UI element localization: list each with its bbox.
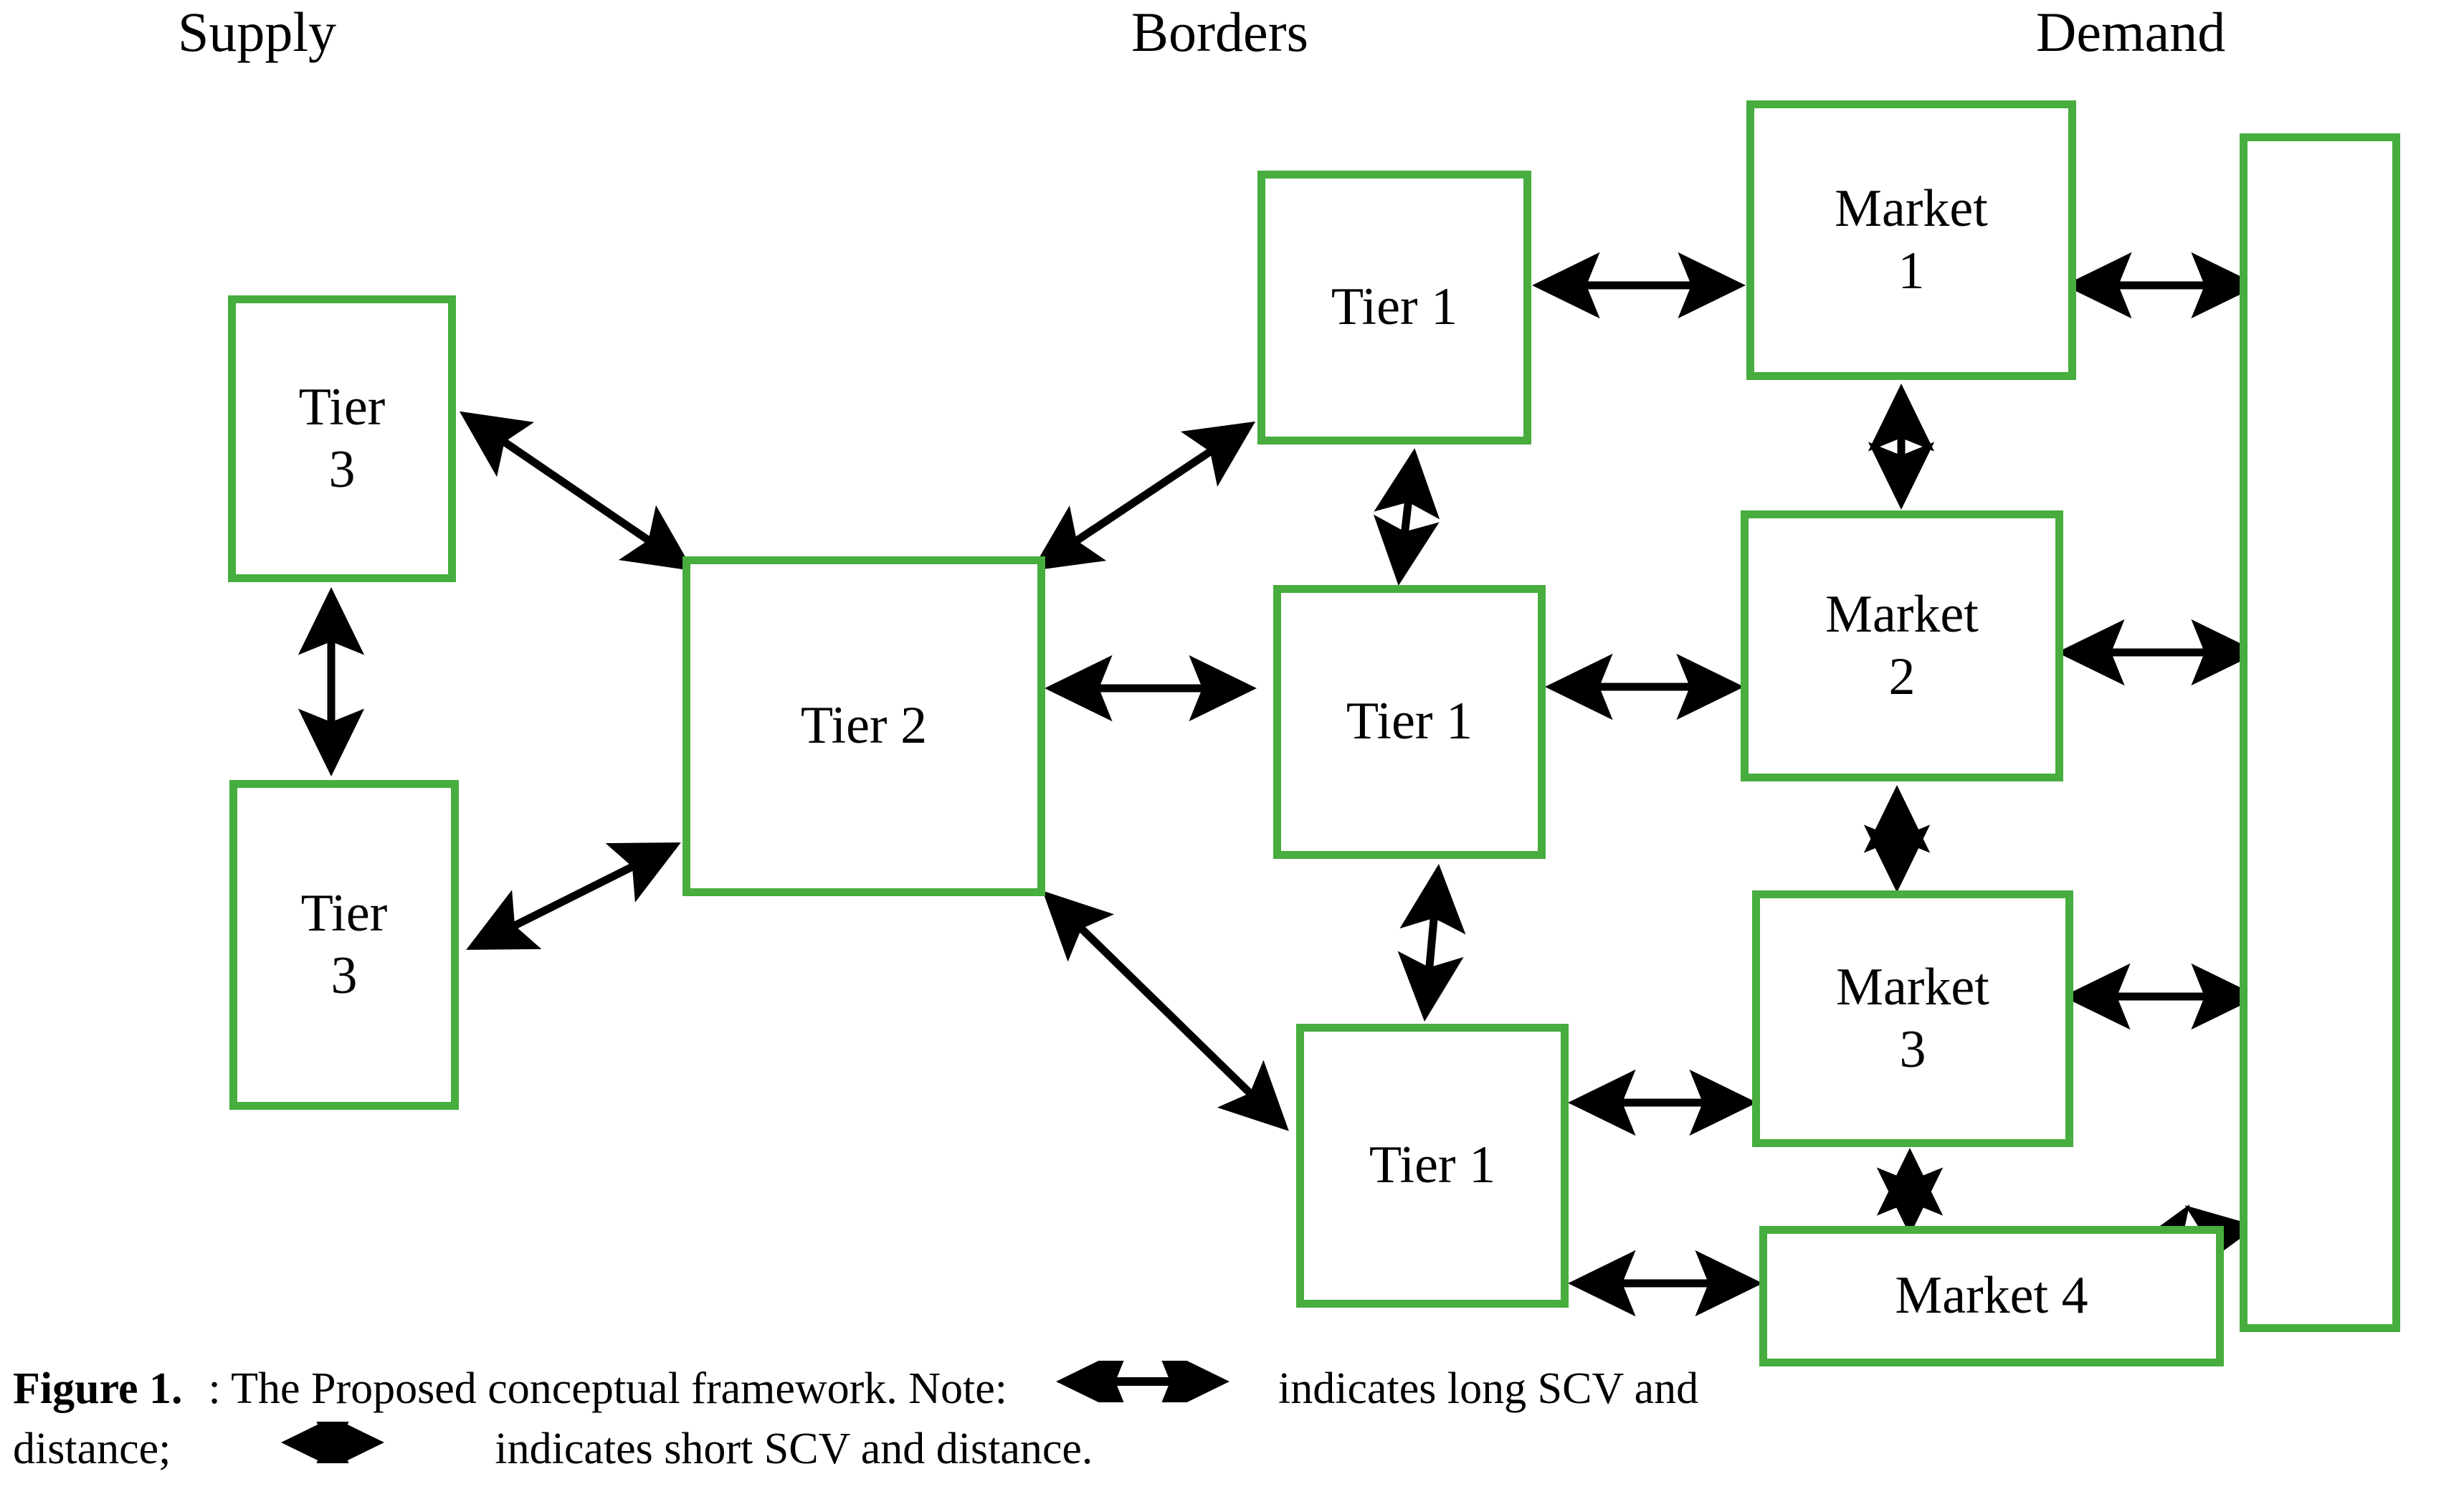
column-heading-borders: Borders	[1131, 1, 1308, 63]
connector-tier3lower-tier2	[466, 842, 681, 950]
node-tier3-lower-label: Tier 3	[300, 883, 388, 1005]
node-tier2-label: Tier 2	[800, 696, 928, 756]
caption-line2-text-a: distance;	[13, 1425, 171, 1474]
caption-line-2: distance; indicates short SCV and distan…	[13, 1406, 2450, 1481]
caption-figure-number: Figure 1.	[13, 1364, 183, 1413]
column-heading-supply: Supply	[178, 1, 337, 63]
node-tier1-top-label: Tier 1	[1331, 277, 1458, 337]
connector-tier2-tier1bottom	[1042, 890, 1289, 1131]
node-market4-label: Market 4	[1895, 1266, 2088, 1326]
connector-tier3upper-tier2	[459, 411, 694, 571]
node-market1-label: Market 1	[1835, 179, 1988, 300]
node-tier2[interactable]: Tier 2	[682, 556, 1045, 896]
caption-line2-text-b: indicates short SCV and distance.	[495, 1425, 1093, 1474]
connector-tier1middle-tier1bottom	[1397, 864, 1466, 1022]
node-tier3-upper-label: Tier 3	[298, 377, 386, 499]
caption-line1-text-a: : The Proposed conceptual framework. Not…	[208, 1364, 1008, 1413]
column-heading-demand: Demand	[2036, 1, 2226, 63]
figure-caption: Figure 1. : The Proposed conceptual frame…	[13, 1345, 2450, 1482]
node-tier1-middle-label: Tier 1	[1346, 692, 1473, 751]
connector-tier1top-tier1middle	[1373, 448, 1440, 586]
node-market3-label: Market 3	[1836, 957, 1989, 1079]
node-market2-label: Market 2	[1825, 584, 1979, 706]
legend-long-arrow-icon	[1053, 1345, 1232, 1418]
node-tier3-upper[interactable]: Tier 3	[228, 295, 456, 582]
node-tier1-bottom-label: Tier 1	[1369, 1136, 1496, 1195]
node-market4[interactable]: Market 4	[1759, 1226, 2224, 1366]
node-tier3-lower[interactable]: Tier 3	[229, 780, 459, 1110]
node-market1[interactable]: Market 1	[1746, 100, 2076, 380]
node-tier1-top[interactable]: Tier 1	[1257, 171, 1531, 444]
node-demand-panel[interactable]	[2240, 133, 2400, 1332]
node-market3[interactable]: Market 3	[1752, 890, 2073, 1147]
node-tier1-middle[interactable]: Tier 1	[1273, 585, 1546, 859]
legend-short-arrow-icon	[278, 1406, 387, 1478]
caption-line-1: Figure 1. : The Proposed conceptual frame…	[13, 1345, 2450, 1421]
node-tier1-bottom[interactable]: Tier 1	[1296, 1024, 1569, 1308]
connector-tier2-tier1top	[1031, 421, 1256, 571]
node-market2[interactable]: Market 2	[1741, 510, 2063, 781]
caption-line1-text-b: indicates long SCV and	[1278, 1364, 1699, 1413]
